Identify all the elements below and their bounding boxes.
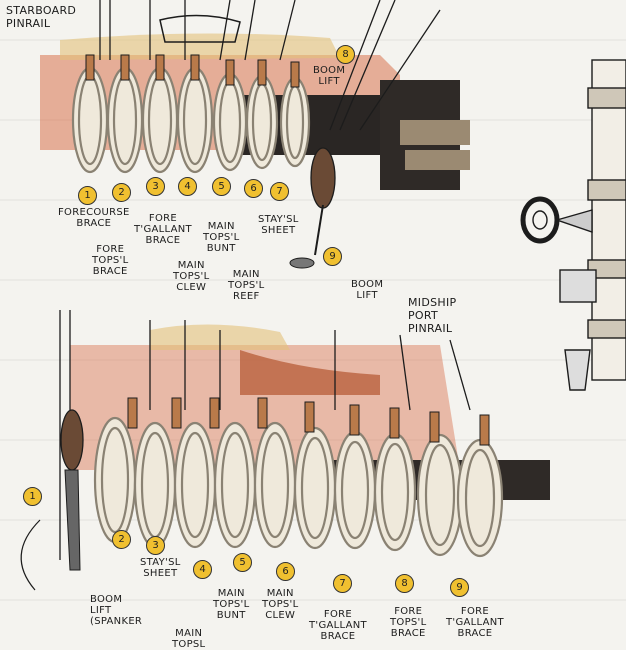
top-badge-9: 9 [323, 247, 342, 266]
midship-port-pinrail-drawing [20, 310, 550, 591]
label-main-topsl-clew-bottom: MAIN TOPS'L CLEW [262, 588, 299, 621]
top-badge-8: 8 [336, 45, 355, 64]
bottom-badge-9: 9 [450, 578, 469, 597]
label-main-topsl-bunt-bottom: MAIN TOPS'L BUNT [213, 588, 250, 621]
bottom-badge-4: 4 [193, 560, 212, 579]
label-boom-lift-lower: BOOM LIFT [351, 279, 384, 301]
bottom-badge-1: 1 [23, 487, 42, 506]
label-boom-lift-spanker: BOOM LIFT (SPANKER [90, 594, 143, 627]
label-forecourse-brace: FORECOURSE BRACE [58, 207, 130, 229]
label-fore-tgallant-brace-bottom-1: FORE T'GALLANT BRACE [309, 609, 367, 642]
top-badge-1: 1 [78, 186, 97, 205]
bottom-badge-3: 3 [146, 536, 165, 555]
top-badge-2: 2 [112, 183, 131, 202]
bottom-badge-6: 6 [276, 562, 295, 581]
label-main-topsl-partial: MAIN TOPSL [172, 628, 206, 650]
bottom-badge-5: 5 [233, 553, 252, 572]
label-fore-tgallant-brace-top: FORE T'GALLANT BRACE [134, 213, 192, 246]
mast-fitting-drawing [520, 59, 626, 391]
bottom-badge-8: 8 [395, 574, 414, 593]
label-main-topsl-clew-top: MAIN TOPS'L CLEW [173, 260, 210, 293]
top-badge-5: 5 [212, 177, 231, 196]
top-badge-4: 4 [178, 177, 197, 196]
top-badge-7: 7 [270, 182, 289, 201]
label-fore-topsl-brace-bottom: FORE TOPS'L BRACE [390, 606, 427, 639]
bottom-badge-2: 2 [112, 530, 131, 549]
label-staysl-sheet-bottom: STAY'SL SHEET [140, 557, 181, 579]
label-staysl-sheet-top: STAY'SL SHEET [258, 214, 299, 236]
label-fore-tgallant-brace-bottom-2: FORE T'GALLANT BRACE [446, 606, 504, 639]
label-fore-topsl-brace-top: FORE TOPS'L BRACE [92, 244, 129, 277]
starboard-pinrail-drawing [40, 0, 470, 269]
starboard-pinrail-title: STARBOARD PINRAIL [6, 4, 77, 30]
midship-port-pinrail-title: MIDSHIP PORT PINRAIL [408, 296, 457, 335]
label-boom-lift-upper: BOOM LIFT [313, 65, 346, 87]
label-main-topsl-bunt-top: MAIN TOPS'L BUNT [203, 221, 240, 254]
bottom-badge-7: 7 [333, 574, 352, 593]
top-badge-3: 3 [146, 177, 165, 196]
top-badge-6: 6 [244, 179, 263, 198]
label-main-topsl-reef: MAIN TOPS'L REEF [228, 269, 265, 302]
